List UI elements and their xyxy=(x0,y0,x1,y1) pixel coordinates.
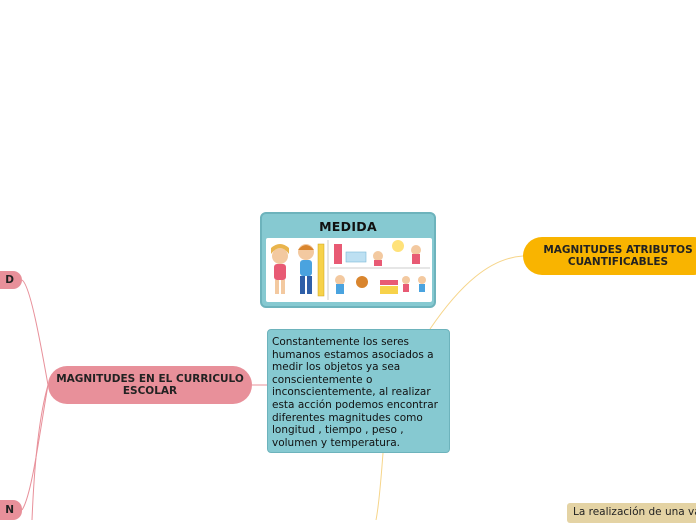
side-node-bottom[interactable]: N xyxy=(0,500,22,520)
topic-magnitudes-atributos[interactable]: MAGNITUDES ATRIBUTOS CUANTIFICABLES xyxy=(523,237,696,275)
topic-magnitudes-curriculo-label: MAGNITUDES EN EL CURRICULO ESCOLAR xyxy=(48,373,252,397)
side-node-top[interactable]: D xyxy=(0,271,22,289)
topic-magnitudes-curriculo[interactable]: MAGNITUDES EN EL CURRICULO ESCOLAR xyxy=(48,366,252,404)
side-node-top-label: D xyxy=(5,274,14,286)
side-node-bottom-label: N xyxy=(5,504,14,516)
description-node[interactable]: Constantemente los seres humanos estamos… xyxy=(267,329,450,453)
topic-magnitudes-atributos-label: MAGNITUDES ATRIBUTOS CUANTIFICABLES xyxy=(523,244,696,268)
note-node[interactable]: La realización de una va xyxy=(567,503,696,523)
children-measuring-illustration xyxy=(266,238,432,302)
central-topic-title: MEDIDA xyxy=(262,219,434,234)
central-topic-medida[interactable]: MEDIDA xyxy=(260,212,436,308)
note-node-label: La realización de una va xyxy=(573,506,696,518)
